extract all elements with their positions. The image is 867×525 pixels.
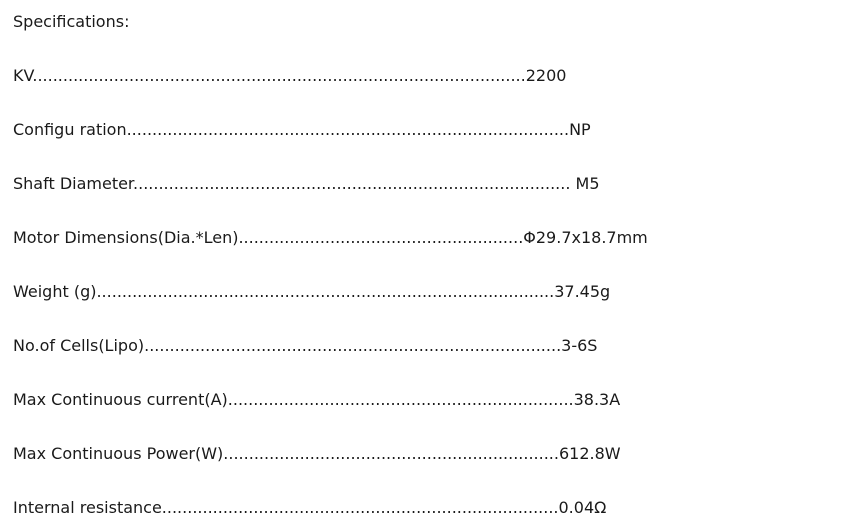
spec-row-configuration: Configu ration..........................… (13, 120, 591, 139)
spec-row-motor-dimensions: Motor Dimensions(Dia.*Len)..............… (13, 228, 648, 247)
spec-row-cells: No.of Cells(Lipo).......................… (13, 336, 598, 355)
specifications-heading: Specifications: (13, 12, 130, 31)
spec-row-shaft-diameter: Shaft Diameter..........................… (13, 174, 600, 193)
spec-row-internal-resistance: Internal resistance.....................… (13, 498, 607, 517)
spec-row-weight: Weight (g)..............................… (13, 282, 611, 301)
spec-row-max-current: Max Continuous current(A)...............… (13, 390, 621, 409)
spec-row-kv: KV......................................… (13, 66, 567, 85)
spec-row-max-power: Max Continuous Power(W).................… (13, 444, 621, 463)
